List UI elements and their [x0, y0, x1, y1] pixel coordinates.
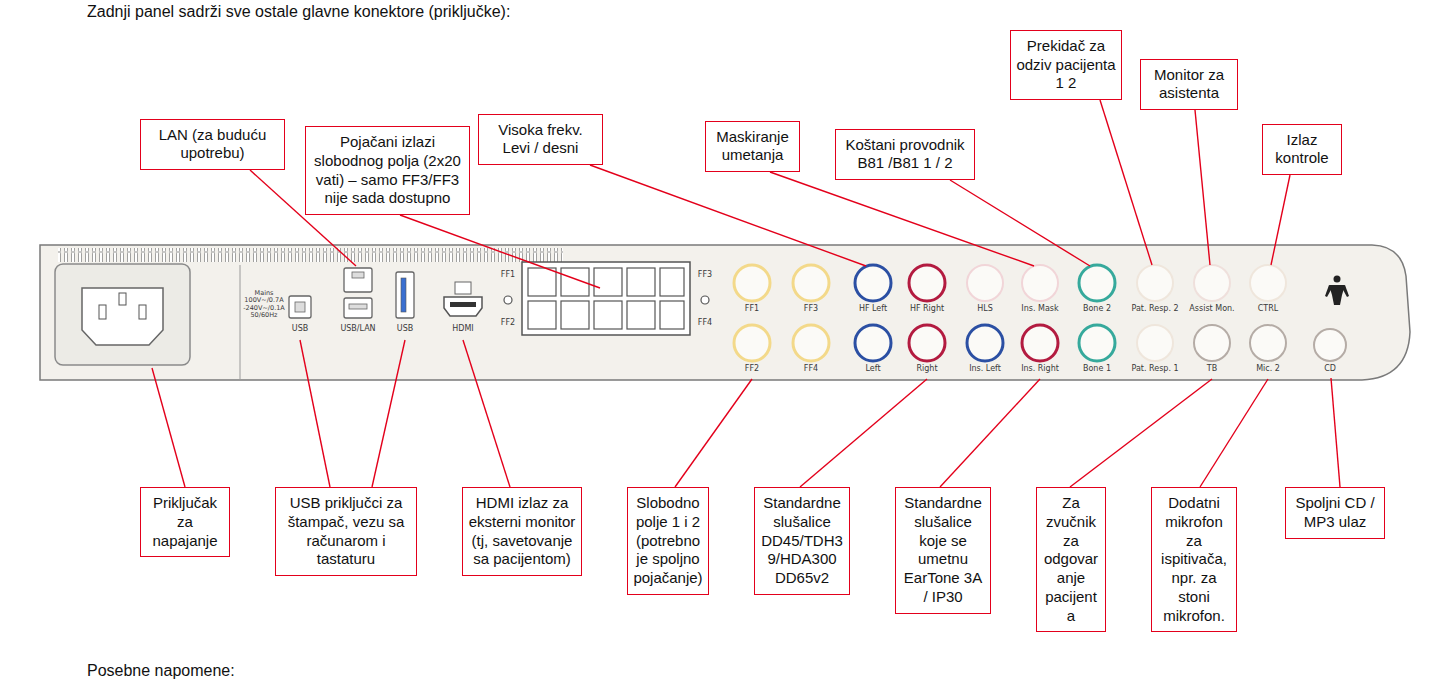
callout-text: HDMI izlaz za eksterni monitor (tj, save…: [468, 494, 576, 569]
usb-b-port: [295, 302, 305, 312]
callout-text: LAN (za buduću upotrebu): [146, 126, 279, 164]
callout-box: Dodatni mikrofon za ispitivača, npr. za …: [1151, 487, 1237, 632]
callout-box: USB priključci za štampač, vezu sa račun…: [275, 487, 417, 576]
iec-inlet: [82, 288, 163, 345]
port-label: CTRL: [1242, 304, 1294, 313]
callout-box: Visoka frekv. Levi / desni: [478, 114, 603, 166]
port-label: CD: [1317, 364, 1343, 373]
port-label: HLS: [959, 304, 1011, 313]
callout-text: Priključak za napajanje: [146, 494, 224, 550]
hdmi-port: [450, 302, 476, 307]
port-label: HF Left: [847, 304, 899, 313]
port-label: Pat. Resp. 1: [1127, 364, 1183, 373]
pin: [139, 305, 146, 319]
led: [701, 296, 709, 304]
port-label: FF2: [738, 364, 766, 373]
port-label: USB: [390, 324, 420, 333]
led: [504, 296, 512, 304]
pin: [119, 293, 126, 305]
callout-box: Pojačani izlazi slobodnog polja (2x20 va…: [305, 126, 470, 215]
port-label: Mains 100V~/0.7A -240V~/0.1A 50/60Hz: [241, 290, 287, 320]
callout-text: Koštani provodnik B81 /B81 1 / 2: [841, 136, 969, 174]
callout-text: Standardne slušalice koje se umetnu EarT…: [901, 494, 985, 607]
page-heading: Zadnji panel sadrži sve ostale glavne ko…: [87, 3, 510, 21]
pin: [99, 305, 106, 319]
callout-box: Monitor za asistenta: [1140, 59, 1238, 111]
port-label: FF4: [692, 318, 718, 327]
callout-text: Za zvučnik za odgovaranje pacijenta: [1042, 494, 1100, 625]
jack-row-top: [734, 265, 1286, 301]
port-label: Mic. 2: [1242, 364, 1294, 373]
callout-text: Pojačani izlazi slobodnog polja (2x20 va…: [311, 133, 464, 208]
callout-box: LAN (za buduću upotrebu): [140, 119, 285, 171]
callout-text: Visoka frekv. Levi / desni: [484, 121, 597, 159]
callout-box: Spoljni CD / MP3 ulaz: [1285, 487, 1385, 539]
callout-box: Standardne slušalice DD45/TDH3 9/HDA300 …: [754, 487, 850, 595]
callout-text: USB priključci za štampač, vezu sa račun…: [281, 494, 411, 569]
callout-box: Prekidač za odziv pacijenta 1 2: [1010, 30, 1122, 100]
callout-box: Slobodno polje 1 i 2 (potrebno je spoljn…: [627, 487, 709, 595]
port-label: Ins. Right: [1014, 364, 1066, 373]
callout-text: Izlaz kontrole: [1268, 131, 1336, 169]
port-label: USB/LAN: [336, 324, 380, 333]
usb-b-port: [289, 296, 311, 318]
callout-box: Izlaz kontrole: [1262, 124, 1342, 176]
callout-text: Prekidač za odziv pacijenta 1 2: [1016, 37, 1116, 93]
callout-text: Monitor za asistenta: [1146, 66, 1232, 104]
usb-a-port: [344, 298, 372, 318]
callout-text: Slobodno polje 1 i 2 (potrebno je spoljn…: [633, 494, 703, 588]
note-heading: Posebne napomene:: [87, 662, 235, 680]
port-label: Left: [847, 364, 899, 373]
usb-a-port: [401, 278, 406, 312]
callout-box: Maskiranje umetanja: [705, 121, 800, 173]
port-label: Bone 1: [1071, 364, 1123, 373]
hdmi-tab: [455, 282, 471, 294]
lan-port: [344, 268, 372, 292]
panel-housing: [40, 245, 1410, 380]
port-label: Bone 2: [1071, 304, 1123, 313]
lan-port: [352, 272, 364, 278]
speaker-terminal-block: [522, 262, 690, 335]
callout-text: Dodatni mikrofon za ispitivača, npr. za …: [1157, 494, 1231, 625]
usb-a-port: [349, 304, 367, 309]
port-label: FF1: [738, 304, 766, 313]
port-label: HDMI: [445, 324, 481, 333]
port-label: FF1: [495, 270, 521, 279]
callout-box: HDMI izlaz za eksterni monitor (tj, save…: [462, 487, 582, 576]
port-label: Ins. Left: [959, 364, 1011, 373]
port-label: FF3: [692, 270, 718, 279]
panel-divider: [240, 265, 241, 380]
callout-box: Za zvučnik za odgovaranje pacijenta: [1036, 487, 1106, 632]
callout-text: Spoljni CD / MP3 ulaz: [1291, 494, 1379, 532]
port-label: HF Right: [901, 304, 953, 313]
jack-row-bottom: [734, 325, 1346, 361]
callout-text: Standardne slušalice DD45/TDH3 9/HDA300 …: [760, 494, 844, 588]
port-label: Ins. Mask: [1014, 304, 1066, 313]
applied-part-symbol: [1325, 276, 1349, 306]
callout-box: Koštani provodnik B81 /B81 1 / 2: [835, 129, 975, 181]
vent-slots: [58, 248, 563, 262]
leader-lines: [152, 100, 1340, 487]
port-label: FF2: [495, 318, 521, 327]
callout-text: Maskiranje umetanja: [711, 128, 794, 166]
usb-a-port: [396, 272, 414, 318]
callout-box: Standardne slušalice koje se umetnu EarT…: [895, 487, 991, 614]
port-label: Assist Mon.: [1184, 304, 1240, 313]
hdmi-port: [444, 297, 482, 316]
port-label: TB: [1186, 364, 1238, 373]
port-label: USB: [285, 324, 315, 333]
port-label: Right: [901, 364, 953, 373]
mains-socket: [55, 264, 190, 365]
port-label: FF3: [797, 304, 825, 313]
callout-box: Priključak za napajanje: [140, 487, 230, 557]
port-label: FF4: [797, 364, 825, 373]
port-label: Pat. Resp. 2: [1127, 304, 1183, 313]
